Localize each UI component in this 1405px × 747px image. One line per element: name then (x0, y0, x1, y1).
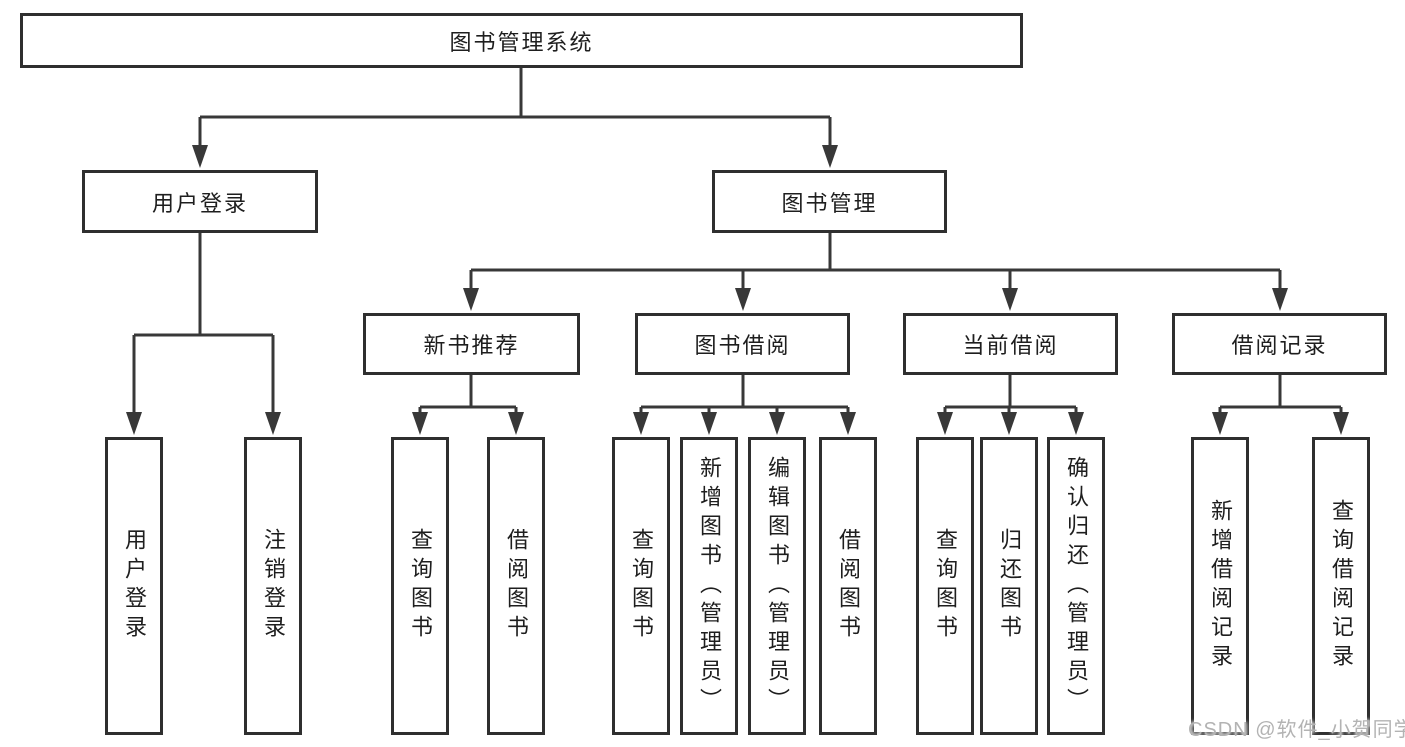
leaf-logout: 注销登录 (244, 437, 302, 735)
leaf-query-books-current: 查询图书 (916, 437, 974, 735)
leaf-add-books-admin: 新增图书（管理员） (680, 437, 738, 735)
node-user-login-label: 用户登录 (151, 190, 248, 216)
leaf-user-login: 用户登录 (105, 437, 163, 735)
node-book-borrow: 图书借阅 (635, 313, 850, 375)
leaf-add-books-admin-label: 新增图书（管理员） (697, 455, 722, 717)
node-current-borrow-label: 当前借阅 (962, 333, 1059, 358)
node-book-borrow-label: 图书借阅 (694, 333, 791, 358)
leaf-borrow-books-recommend-label: 借阅图书 (504, 528, 529, 644)
csdn-watermark: CSDN @软件_小贺同学 (1188, 719, 1405, 741)
node-borrow-records-label: 借阅记录 (1231, 333, 1328, 358)
leaf-confirm-return-admin: 确认归还（管理员） (1047, 437, 1105, 735)
leaf-query-books-borrow: 查询图书 (612, 437, 670, 735)
leaf-query-books-borrow-label: 查询图书 (629, 528, 654, 644)
leaf-user-login-label: 用户登录 (122, 528, 147, 644)
leaf-borrow-books-recommend: 借阅图书 (487, 437, 545, 735)
leaf-borrow-books-label: 借阅图书 (836, 528, 861, 644)
node-borrow-records: 借阅记录 (1172, 313, 1387, 375)
leaf-add-borrow-record: 新增借阅记录 (1191, 437, 1249, 735)
leaf-query-books-recommend: 查询图书 (391, 437, 449, 735)
node-root-label: 图书管理系统 (449, 29, 594, 55)
node-new-book-recommend: 新书推荐 (363, 313, 580, 375)
leaf-query-borrow-record-label: 查询借阅记录 (1329, 499, 1354, 673)
leaf-borrow-books: 借阅图书 (819, 437, 877, 735)
leaf-add-borrow-record-label: 新增借阅记录 (1208, 499, 1233, 673)
leaf-return-books-label: 归还图书 (997, 528, 1022, 644)
leaf-edit-books-admin: 编辑图书（管理员） (748, 437, 806, 735)
leaf-edit-books-admin-label: 编辑图书（管理员） (765, 455, 790, 717)
node-user-login: 用户登录 (82, 170, 318, 233)
leaf-return-books: 归还图书 (980, 437, 1038, 735)
leaf-logout-label: 注销登录 (261, 528, 286, 644)
node-new-book-recommend-label: 新书推荐 (423, 333, 520, 358)
leaf-query-borrow-record: 查询借阅记录 (1312, 437, 1370, 735)
leaf-query-books-current-label: 查询图书 (933, 528, 958, 644)
node-root-library-system: 图书管理系统 (20, 13, 1023, 68)
leaf-confirm-return-admin-label: 确认归还（管理员） (1064, 455, 1089, 717)
node-current-borrow: 当前借阅 (903, 313, 1118, 375)
node-book-management: 图书管理 (712, 170, 947, 233)
node-book-management-label: 图书管理 (781, 190, 878, 216)
leaf-query-books-recommend-label: 查询图书 (408, 528, 433, 644)
